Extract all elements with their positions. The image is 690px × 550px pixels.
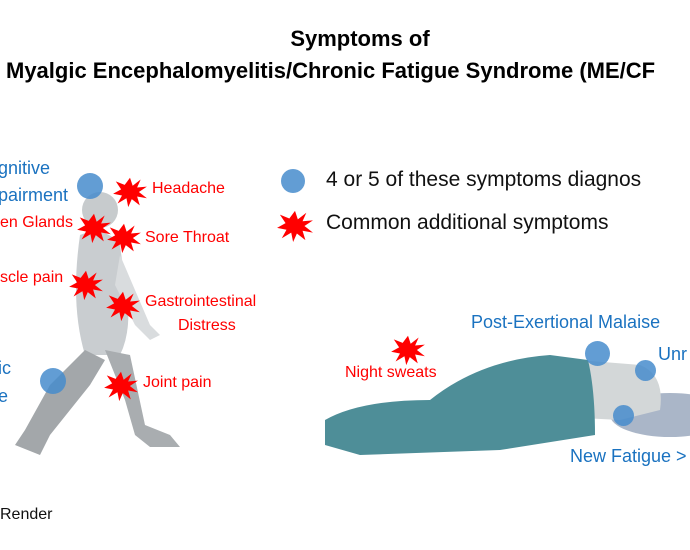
starburst-icon <box>69 270 103 301</box>
label-core-ic: ic <box>0 358 11 378</box>
label-impairment: pairment <box>0 185 69 205</box>
label-sore-throat: Sore Throat <box>145 229 230 246</box>
core-symptom-marker <box>77 173 103 199</box>
legend-core: 4 or 5 of these symptoms diagnos <box>326 168 642 191</box>
label-distress: Distress <box>178 317 236 334</box>
label-core-e: e <box>0 386 9 406</box>
core-symptom-marker <box>635 360 656 381</box>
starburst-icon <box>113 177 147 208</box>
label-joint-pain: Joint pain <box>143 374 212 391</box>
label-post-exertional-malaise: Post-Exertional Malaise <box>471 312 661 332</box>
starburst-icon <box>104 371 138 402</box>
starburst-icon <box>106 291 140 322</box>
core-symptom-marker <box>40 368 66 394</box>
label-headache: Headache <box>152 180 225 197</box>
label-gastrointestinal: Gastrointestinal <box>145 293 257 310</box>
label-new-fatigue: New Fatigue > <box>570 446 687 466</box>
label-night-sweats: Night sweats <box>345 364 437 381</box>
label-swollen-glands: en Glands <box>0 214 73 231</box>
starburst-icon <box>77 213 111 244</box>
legend-additional: Common additional symptoms <box>326 211 609 234</box>
lying-person-figure <box>325 355 690 455</box>
walking-person-figure <box>15 192 180 455</box>
label-unrefreshing-sleep: Unr <box>658 344 688 364</box>
label-cognitive: gnitive <box>0 158 51 178</box>
starburst-icon <box>107 223 141 254</box>
footer-text: Render <box>0 506 53 523</box>
title-line-2: Myalgic Encephalomyelitis/Chronic Fatigu… <box>6 58 656 83</box>
core-symptom-marker <box>613 405 634 426</box>
title-line-1: Symptoms of <box>290 26 430 51</box>
core-symptom-legend-icon <box>281 169 305 193</box>
core-symptom-marker <box>585 341 610 366</box>
starburst-icon <box>391 335 425 366</box>
label-muscle-pain: scle pain <box>0 269 64 286</box>
starburst-legend-icon <box>277 210 313 243</box>
